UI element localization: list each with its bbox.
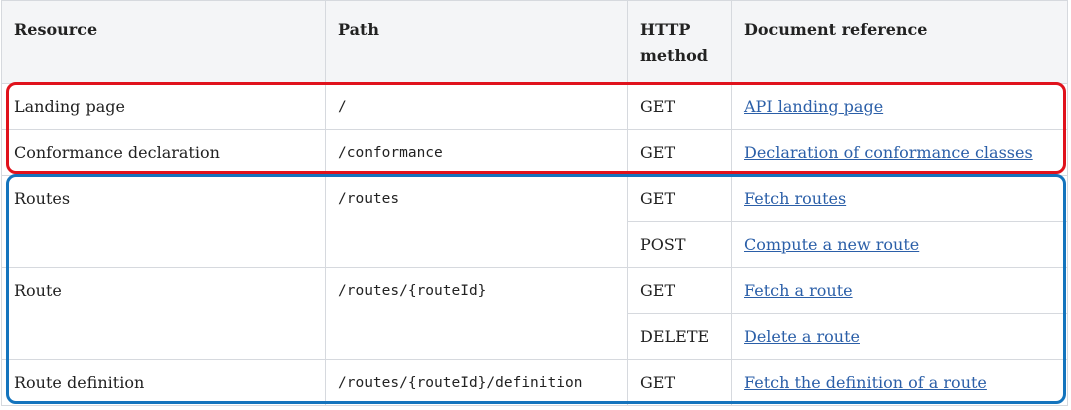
reference-link[interactable]: Declaration of conformance classes [744, 143, 1033, 162]
reference-cell: Fetch routes [731, 175, 1068, 222]
reference-link[interactable]: Fetch routes [744, 189, 847, 208]
table-row: Routes /routes GET Fetch routes [1, 175, 1068, 268]
reference-cell: Declaration of conformance classes [731, 129, 1068, 176]
table-row: Route definition /routes/{routeId}/defin… [1, 359, 1068, 406]
method-cell: POST [627, 221, 732, 268]
reference-cell: API landing page [731, 83, 1068, 130]
header-method-line2: method [640, 46, 708, 65]
path-cell: /routes/{routeId}/definition [325, 359, 628, 406]
reference-link[interactable]: Delete a route [744, 327, 860, 346]
reference-cell: Fetch the definition of a route [731, 359, 1068, 406]
header-path: Path [325, 0, 628, 84]
reference-link[interactable]: Fetch the definition of a route [744, 373, 987, 392]
method-cell: GET [627, 267, 732, 314]
reference-link[interactable]: Compute a new route [744, 235, 920, 254]
table-row: Route /routes/{routeId} GET Fetch a rout… [1, 267, 1068, 360]
reference-cell: Delete a route [731, 313, 1068, 360]
method-cell: GET [627, 175, 732, 222]
table-row: DELETE Delete a route [2, 313, 1068, 360]
resource-cell: Routes [1, 175, 326, 268]
resource-cell: Route definition [1, 359, 326, 406]
reference-link[interactable]: Fetch a route [744, 281, 853, 300]
header-resource: Resource [1, 0, 326, 84]
table-row: POST Compute a new route [2, 221, 1068, 268]
path-cell: /routes/{routeId} [325, 267, 628, 360]
path-cell: / [325, 83, 628, 130]
method-cell: GET [627, 359, 732, 406]
table-row: Landing page / GET API landing page [1, 83, 1068, 130]
header-document-reference: Document reference [731, 0, 1068, 84]
resource-cell: Landing page [1, 83, 326, 130]
method-cell: DELETE [627, 313, 732, 360]
header-http-method: HTTP method [627, 0, 732, 84]
reference-link[interactable]: API landing page [744, 97, 884, 116]
method-cell: GET [627, 129, 732, 176]
reference-cell: Compute a new route [731, 221, 1068, 268]
reference-cell: Fetch a route [731, 267, 1068, 314]
path-cell: /conformance [325, 129, 628, 176]
table-header-row: Resource Path HTTP method Document refere… [1, 0, 1068, 84]
header-method-line1: HTTP [640, 20, 691, 39]
path-cell: /routes [325, 175, 628, 268]
table-row: Conformance declaration /conformance GET… [1, 129, 1068, 176]
method-cell: GET [627, 83, 732, 130]
resource-cell: Conformance declaration [1, 129, 326, 176]
resource-cell: Route [1, 267, 326, 360]
